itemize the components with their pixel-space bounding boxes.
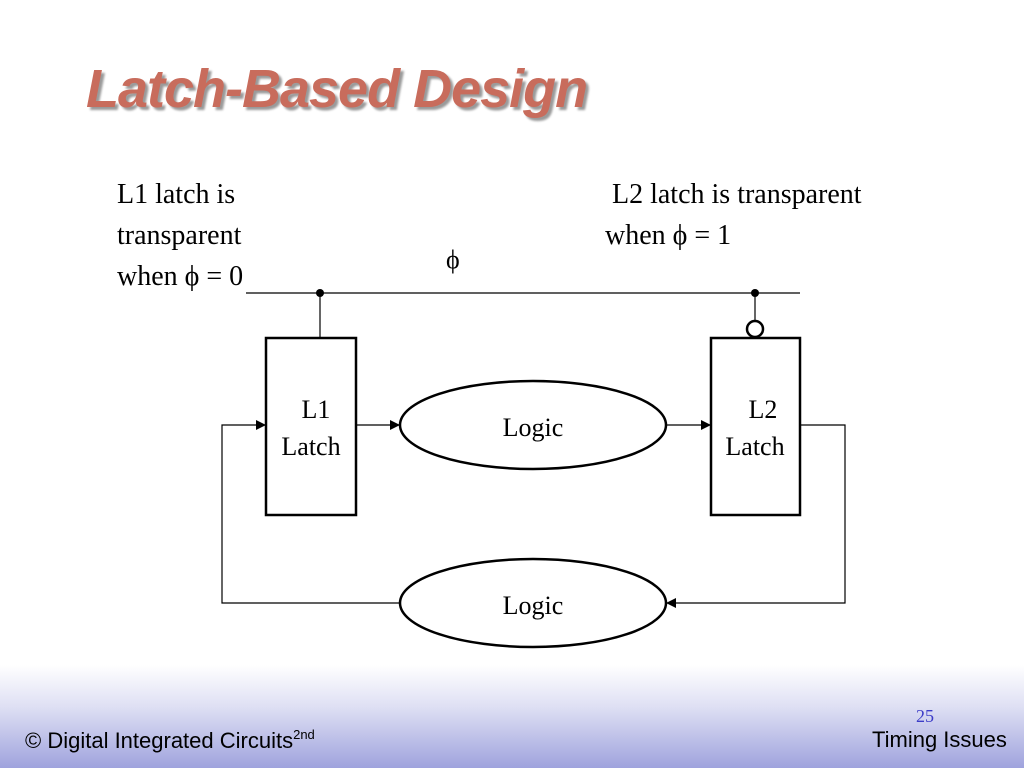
l1-latch-label-2: Latch [281,432,340,461]
l1-latch-box [264,336,358,517]
footer-section-title: Timing Issues [872,727,1007,752]
wire-feedback-to-l1 [221,420,400,604]
slide-title: Latch-Based Design [86,59,588,119]
l1-latch-label-1: L1 [302,395,331,424]
l2-latch-box [709,336,802,517]
edition-superscript: 2nd [293,727,315,742]
clock-label: ϕ [446,245,460,274]
footer-copyright: © Digital Integrated Circuits2nd [25,727,315,754]
logic-bottom-label: Logic [503,591,564,620]
l2-caption: L2 latch is transparent when ϕ = 1 [605,179,862,251]
copyright-text: © Digital Integrated Circuits [25,728,294,753]
wire-l2-to-bottom-logic [666,424,846,608]
footer-band [0,665,1024,768]
slide-number: 25 [916,706,934,726]
l2-latch-label-2: Latch [725,432,784,461]
l2-latch-label-1: L2 [749,395,778,424]
logic-top-label: Logic [503,413,564,442]
l1-caption: L1 latch is transparent when ϕ = 0 [117,179,244,292]
l2-clock-inverter-bubble [745,319,765,339]
